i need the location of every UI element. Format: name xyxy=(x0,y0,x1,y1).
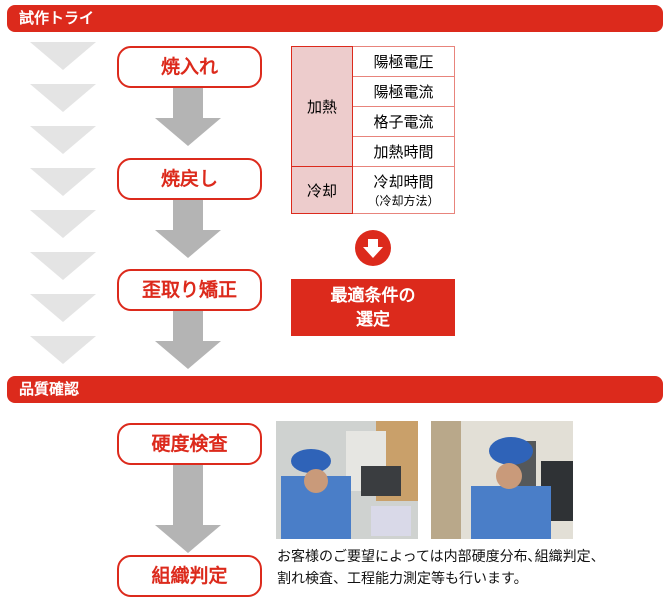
flow-triangle-icon xyxy=(30,336,96,364)
condition-cell: 冷却時間 （冷却方法） xyxy=(352,166,455,214)
flow-triangle-icon xyxy=(30,84,96,112)
note-line2: 割れ検査、工程能力測定等も行います。 xyxy=(277,571,528,587)
flow-triangle-icon xyxy=(30,168,96,196)
conditions-table: 加熱陽極電圧 陽極電流 格子電流 加熱時間 冷却 冷却時間 （冷却方法） xyxy=(291,46,455,214)
cooling-method: （冷却方法） xyxy=(367,194,440,208)
section-header-trial: 試作トライ xyxy=(7,5,663,32)
section-header-quality: 品質確認 xyxy=(7,376,663,403)
result-line1: 最適条件の xyxy=(330,286,416,306)
step-straighten: 歪取り矯正 xyxy=(117,269,262,311)
down-arrow-icon xyxy=(155,311,221,369)
flow-triangle-icon xyxy=(30,252,96,280)
result-line2: 選定 xyxy=(356,310,390,330)
quality-note: お客様のご要望によっては内部硬度分布､組織判定、割れ検査、工程能力測定等も行いま… xyxy=(277,546,667,590)
photo-hardness-tester xyxy=(276,421,418,539)
down-arrow-icon xyxy=(155,88,221,146)
heating-label: 加熱 xyxy=(291,46,353,167)
optimal-conditions-box: 最適条件の選定 xyxy=(291,279,455,336)
down-arrow-icon xyxy=(155,200,221,258)
down-arrow-icon xyxy=(155,465,221,553)
step-temper: 焼戻し xyxy=(117,158,262,200)
note-line1: お客様のご要望によっては内部硬度分布､組織判定、 xyxy=(277,549,605,565)
flow-triangle-icon xyxy=(30,126,96,154)
cooling-label: 冷却 xyxy=(291,166,353,214)
flow-triangle-icon xyxy=(30,42,96,70)
condition-cell: 加熱時間 xyxy=(352,136,455,167)
cooling-time: 冷却時間 xyxy=(373,173,434,191)
circle-down-arrow-icon xyxy=(355,230,391,266)
flow-triangle-icon xyxy=(30,294,96,322)
condition-cell: 陽極電圧 xyxy=(352,46,455,77)
step-structure-judgement: 組織判定 xyxy=(117,555,262,597)
step-hardness-test: 硬度検査 xyxy=(117,423,262,465)
step-quench: 焼入れ xyxy=(117,46,262,88)
condition-cell: 陽極電流 xyxy=(352,76,455,107)
condition-cell: 格子電流 xyxy=(352,106,455,137)
flow-triangle-icon xyxy=(30,210,96,238)
photo-microscope xyxy=(431,421,573,539)
